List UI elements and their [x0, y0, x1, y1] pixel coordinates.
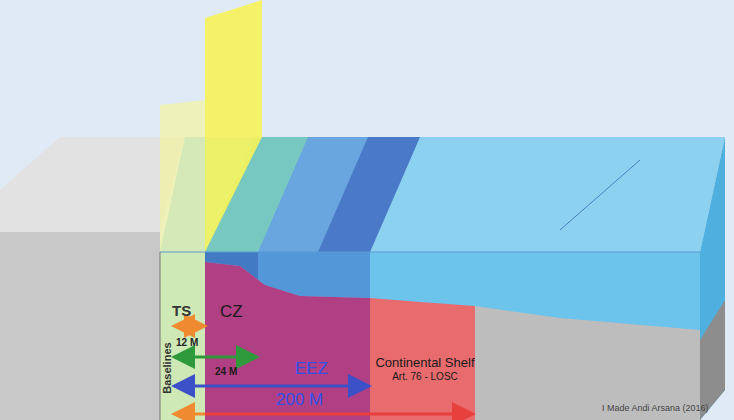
zone-abbrev: EEZ	[295, 360, 328, 379]
art-polygon	[0, 232, 160, 420]
distance-label: 12 M	[176, 337, 198, 348]
art-polygon	[700, 137, 725, 420]
art-rect	[160, 252, 205, 420]
art-polygon	[205, 262, 370, 420]
art-polygon	[475, 306, 700, 420]
art-polygon	[205, 0, 262, 252]
art-polygon	[370, 298, 475, 420]
baseline-label: Baselines	[161, 342, 173, 393]
art-polygon	[318, 137, 420, 252]
zone-abbrev: CZ	[220, 303, 243, 322]
art-polygon	[160, 100, 205, 252]
credit-note: I Made Andi Arsana (2016)	[602, 404, 709, 414]
art-line	[160, 252, 700, 253]
zone-abbrev: TS	[172, 303, 191, 320]
art-line	[177, 356, 254, 359]
art-polygon	[700, 300, 725, 420]
zone-reference: Art. 76 - LOSC	[392, 371, 458, 382]
art-line	[560, 160, 640, 230]
distance-label: 200 M	[276, 391, 323, 410]
art-line	[177, 325, 202, 328]
art-line	[177, 413, 205, 416]
art-polygon	[258, 137, 420, 252]
distance-label: 24 M	[215, 366, 237, 377]
art-line	[205, 413, 470, 416]
art-rect	[160, 252, 700, 420]
zone-name: Continental Shelf	[375, 356, 474, 370]
zone-region: Continental ShelfArt. 76 - LOSC	[372, 340, 478, 398]
art-polygon	[0, 137, 185, 232]
art-line	[160, 252, 161, 420]
art-line	[177, 385, 366, 388]
